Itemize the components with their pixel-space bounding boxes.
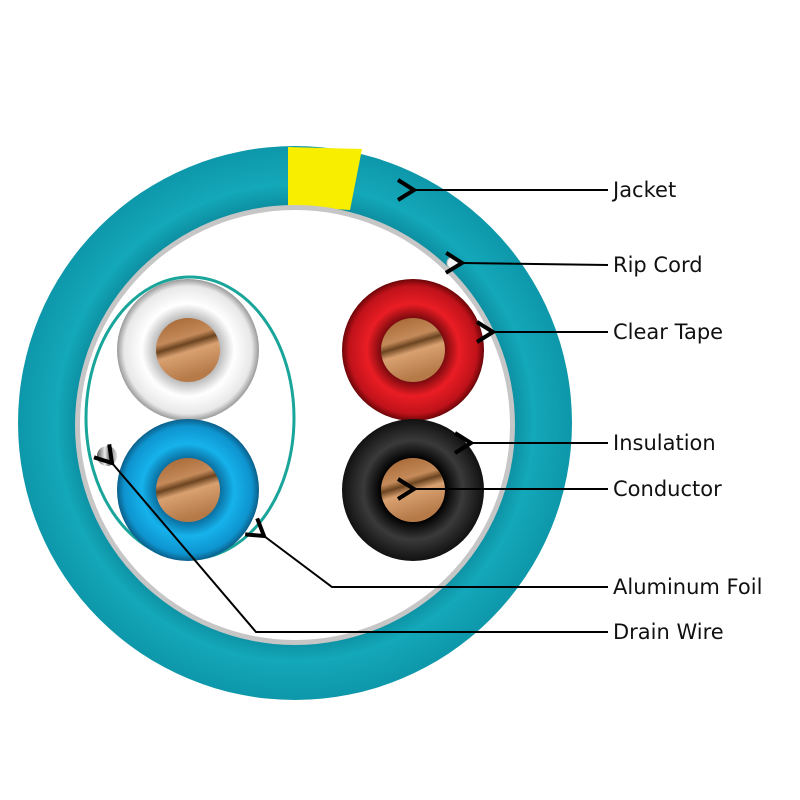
label-aluminum-foil: Aluminum Foil — [613, 575, 763, 599]
pair-red — [342, 279, 484, 421]
drain-wire — [97, 446, 117, 466]
rip-cord — [446, 256, 460, 270]
label-conductor: Conductor — [613, 477, 722, 501]
rip-cord-leader — [444, 251, 609, 275]
aluminum-foil-leader — [245, 517, 608, 588]
label-clear-tape: Clear Tape — [613, 320, 724, 344]
jacket-stripe — [288, 147, 362, 210]
label-insulation: Insulation — [613, 431, 716, 455]
label-rip-cord: Rip Cord — [613, 253, 703, 277]
label-drain-wire: Drain Wire — [613, 620, 724, 644]
drain-wire-leader — [93, 444, 608, 633]
pair-white — [117, 279, 259, 421]
label-jacket: Jacket — [613, 178, 677, 202]
pair-blue — [117, 419, 259, 561]
